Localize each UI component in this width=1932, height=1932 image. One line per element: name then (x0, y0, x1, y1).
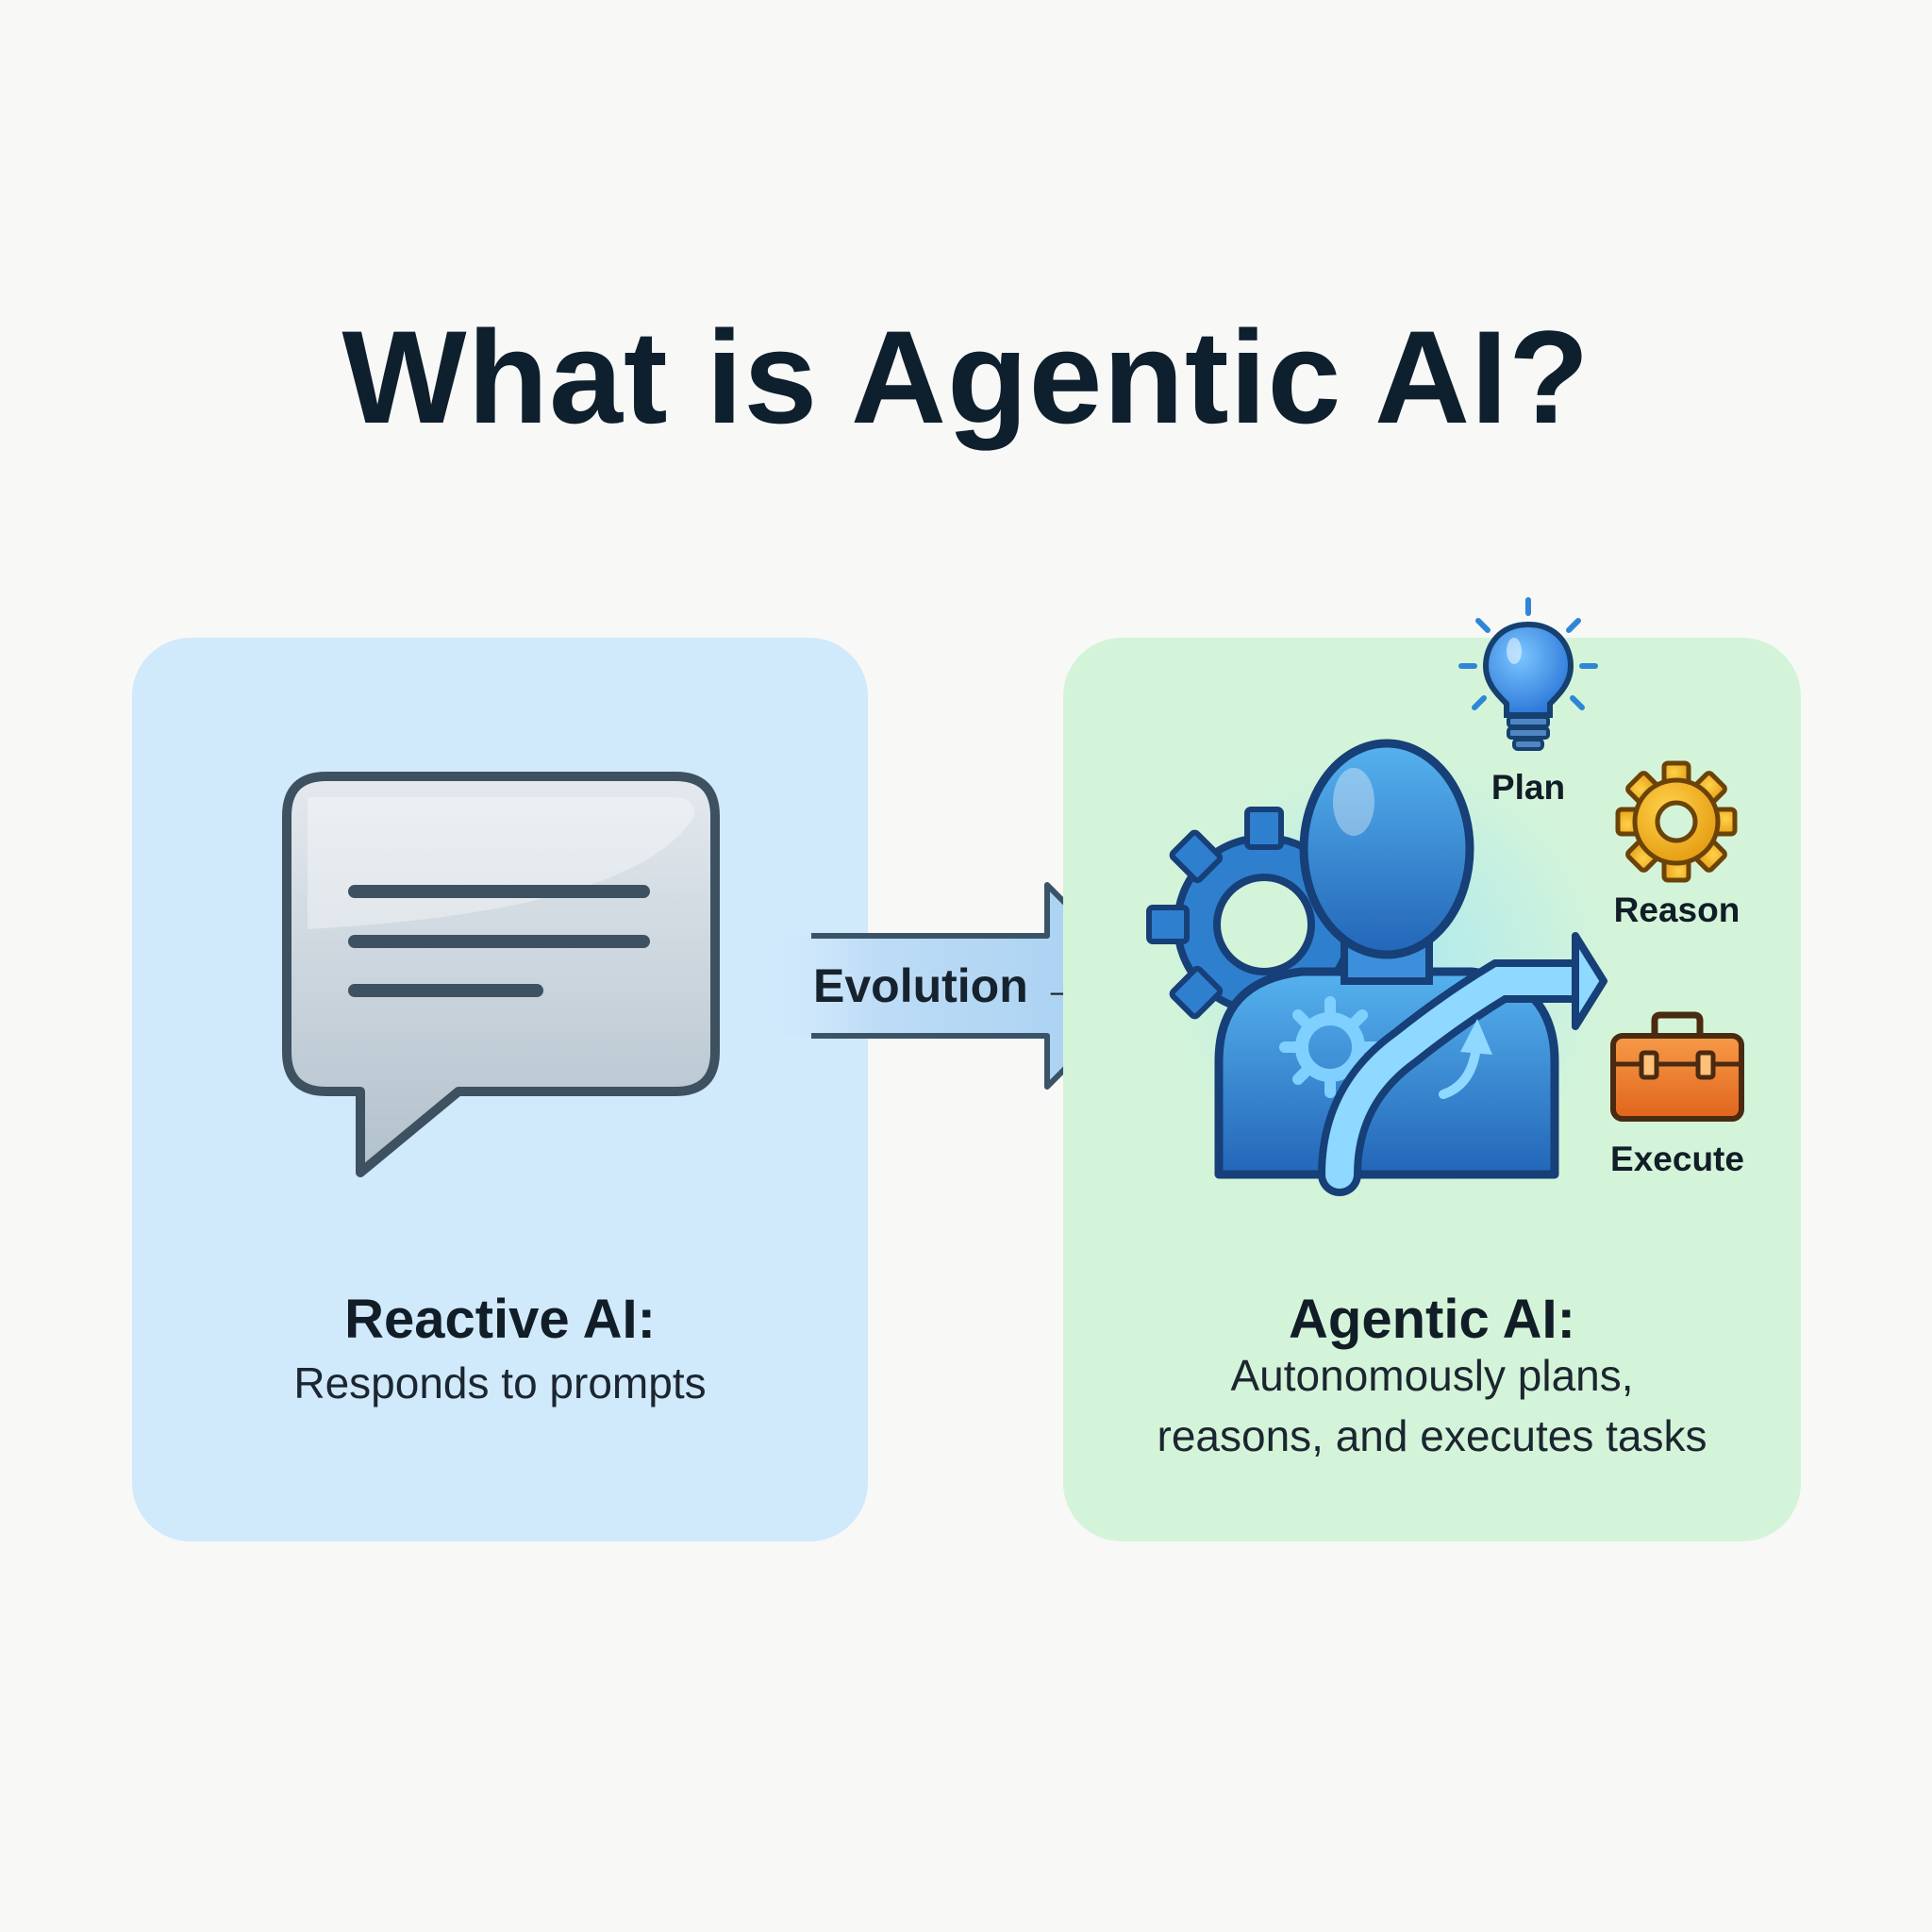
toolbox-icon (1610, 1011, 1744, 1122)
reactive-ai-heading: Reactive AI: (344, 1289, 656, 1350)
chat-bubble-icon (282, 772, 720, 1177)
agentic-ai-heading: Agentic AI: (1289, 1289, 1575, 1350)
evolution-label: Evolution → (813, 959, 1089, 1012)
gear-icon (1615, 760, 1738, 883)
plan-label: Plan (1491, 768, 1566, 807)
agentic-ai-description-line2: reasons, and executes tasks (1157, 1411, 1707, 1460)
lightbulb-icon (1458, 597, 1598, 751)
reactive-ai-description: Responds to prompts (293, 1358, 707, 1407)
reason-label: Reason (1613, 891, 1740, 929)
ai-agent-person-icon (1146, 739, 1613, 1198)
page-title: What is Agentic AI? (341, 303, 1591, 451)
execute-label: Execute (1610, 1140, 1744, 1178)
agentic-ai-description-line1: Autonomously plans, (1230, 1351, 1634, 1400)
